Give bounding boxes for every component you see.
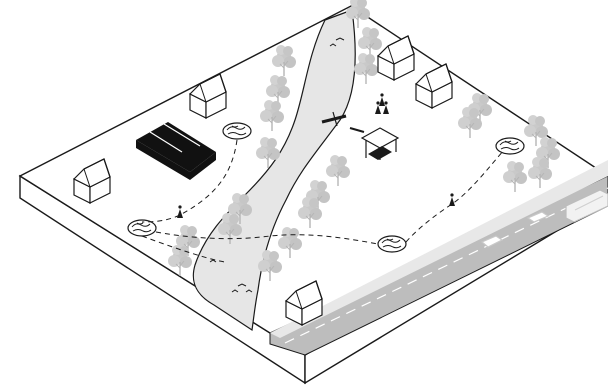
site-plan-drawing [0, 0, 608, 387]
isometric-site-plan [0, 0, 608, 387]
